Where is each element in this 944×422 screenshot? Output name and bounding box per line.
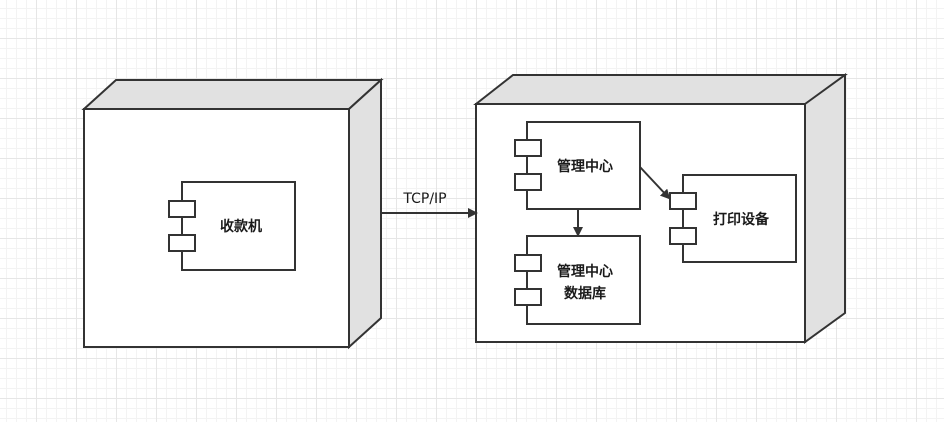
component-pos[interactable]: 收款机	[168, 181, 296, 271]
component-printer-label: 打印设备	[713, 211, 770, 228]
component-database[interactable]: 管理中心 数据库	[514, 235, 641, 325]
component-printer[interactable]: 打印设备	[669, 174, 797, 263]
node-right-top-face	[473, 74, 848, 105]
edge-center-to-printer[interactable]	[639, 166, 671, 200]
component-printer-port-bottom	[669, 227, 697, 245]
node-left-side-face	[348, 77, 382, 350]
component-management-center-port-top	[514, 139, 542, 157]
node-right-side-face	[804, 73, 846, 344]
edge-tcp-ip-label: TCP/IP	[402, 191, 446, 207]
component-database-body	[526, 235, 641, 325]
node-left-top-face	[81, 79, 384, 110]
edge-tcp-ip[interactable]: TCP/IP	[382, 191, 478, 218]
component-management-center-body	[526, 121, 641, 210]
component-management-center[interactable]: 管理中心	[514, 121, 641, 210]
component-printer-port-top	[669, 192, 697, 210]
component-management-center-port-bottom	[514, 173, 542, 191]
component-management-center-label: 管理中心	[557, 158, 613, 175]
component-pos-port-top	[168, 200, 196, 218]
component-pos-label: 收款机	[220, 218, 262, 235]
component-printer-body	[682, 174, 797, 263]
component-database-label-line2: 数据库	[564, 285, 606, 302]
component-pos-body	[181, 181, 296, 271]
component-database-port-bottom	[514, 288, 542, 306]
component-database-label-line1: 管理中心	[557, 263, 613, 280]
component-pos-port-bottom	[168, 234, 196, 252]
component-database-port-top	[514, 254, 542, 272]
